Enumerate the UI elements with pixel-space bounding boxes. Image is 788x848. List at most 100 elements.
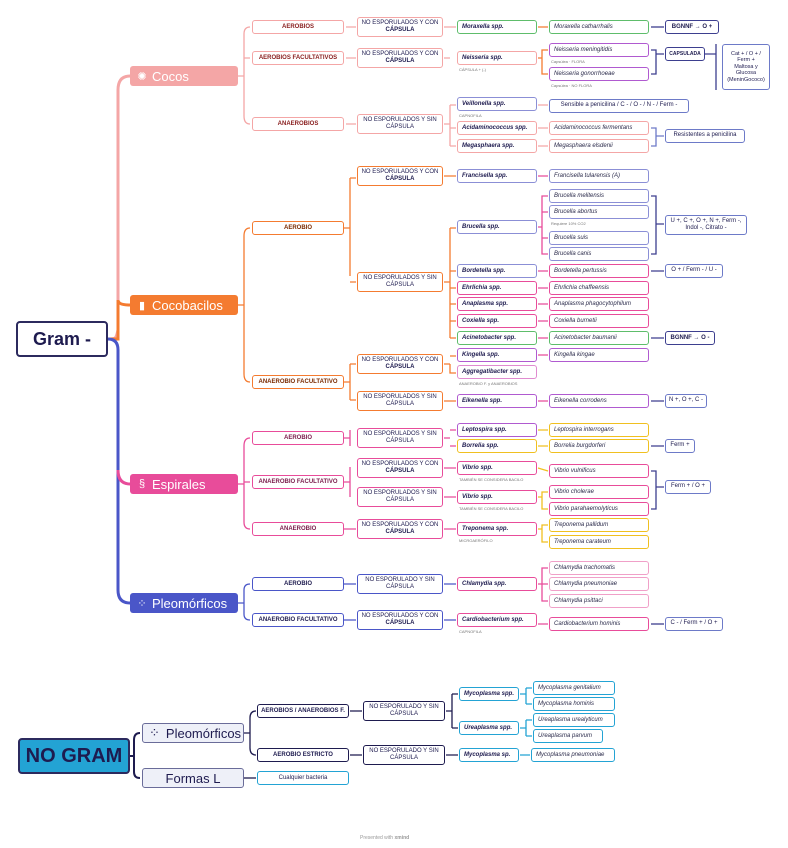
species-coxiella-burnetii[interactable]: Coxiella burnetii	[549, 314, 649, 328]
acinetobacter-result[interactable]: BGNNF → O -	[665, 331, 715, 345]
genus-borrelia[interactable]: Borrelia spp.	[457, 439, 537, 453]
species-chlamydia-trachomatis[interactable]: Chlamydia trachomatis	[549, 561, 649, 575]
cardiobacterium-result[interactable]: C - / Ferm + / O +	[665, 617, 723, 631]
species-leptospira-interrogans[interactable]: Leptospira interrogans	[549, 423, 649, 437]
genus-bordetella[interactable]: Bordetella spp.	[457, 264, 537, 278]
moraxella-result[interactable]: BGNNF → O +	[665, 20, 719, 34]
species-vibrio-parahaemolyticus[interactable]: Vibrio parahaemolyticus	[549, 502, 649, 516]
cocos-aerobios-facultativos[interactable]: AEROBIOS FACULTATIVOS	[252, 51, 344, 65]
species-vibrio-vulnificus[interactable]: Vibrio vulnificus	[549, 464, 649, 478]
species-ehrlichia-chaffeensis[interactable]: Ehrlichia chaffeensis	[549, 281, 649, 295]
genus-coxiella[interactable]: Coxiella spp.	[457, 314, 537, 328]
species-kingella-kingae[interactable]: Kingella kingae	[549, 348, 649, 362]
bordetella-result[interactable]: O + / Ferm - / U -	[665, 264, 723, 278]
species-borrelia-burgdorferi[interactable]: Borrelia burgdorferi	[549, 439, 649, 453]
species-bordetella-pertussis[interactable]: Bordetella pertussis	[549, 264, 649, 278]
species-acinetobacter-baumanii[interactable]: Acinetobacter baumanii	[549, 331, 649, 345]
species-chlamydia-psittaci[interactable]: Chlamydia psittaci	[549, 594, 649, 608]
species-treponema-carateum[interactable]: Treponema carateum	[549, 535, 649, 549]
category-cocobacilos[interactable]: ▮Cocobacilos	[130, 295, 238, 315]
genus-mycoplasma-2[interactable]: Mycoplasma sp.	[459, 748, 519, 762]
species-mycoplasma-pneumoniae[interactable]: Mycoplasma pneumoniae	[531, 748, 615, 762]
no-gram-pleomorficos[interactable]: ⁘Pleomórficos	[142, 723, 244, 743]
espirales-aerobio[interactable]: AEROBIO	[252, 431, 344, 445]
vibrio-result[interactable]: Ferm + / O +	[665, 480, 711, 494]
genus-leptospira[interactable]: Leptospira spp.	[457, 423, 537, 437]
species-neisseria-meningitidis[interactable]: Neisseria meningitidis	[549, 43, 649, 57]
brucella-result[interactable]: U +, C +, O +, N +, Ferm -,Indol -, Citr…	[665, 215, 747, 235]
species-acidaminococcus-fermentans[interactable]: Acidaminococcus fermentans	[549, 121, 649, 135]
species-brucella-melitensis[interactable]: Brucella melitensis	[549, 189, 649, 203]
category-espirales[interactable]: §Espirales	[130, 474, 238, 494]
genus-brucella[interactable]: Brucella spp.	[457, 220, 537, 234]
footer-brand[interactable]: xmind	[394, 835, 410, 841]
genus-anaplasma[interactable]: Anaplasma spp.	[457, 297, 537, 311]
genus-eikenella[interactable]: Eikenella spp.	[457, 394, 537, 408]
genus-cardiobacterium[interactable]: Cardiobacterium spp.	[457, 613, 537, 627]
genus-kingella[interactable]: Kingella spp.	[457, 348, 537, 362]
cocos-anaerobios[interactable]: ANAEROBIOS	[252, 117, 344, 131]
capsulada-badge[interactable]: CAPSULADA	[665, 47, 705, 61]
species-eikenella-corrodens[interactable]: Eikenella corrodens	[549, 394, 649, 408]
genus-treponema[interactable]: Treponema spp.	[457, 522, 537, 536]
species-brucella-suis[interactable]: Brucella suis	[549, 231, 649, 245]
species-treponema-pallidum[interactable]: Treponema pallidum	[549, 518, 649, 532]
cualquier-bacteria[interactable]: Cualquier bacteria	[257, 771, 349, 785]
pleomorficos-aerobio[interactable]: AEROBIO	[252, 577, 344, 591]
genus-neisseria[interactable]: Neisseria spp.	[457, 51, 537, 65]
no-gram-aerobios-anaerobios[interactable]: AEROBIOS / ANAEROBIOS F.	[257, 704, 349, 718]
species-vibrio-cholerae[interactable]: Vibrio cholerae	[549, 485, 649, 499]
genus-veillonella[interactable]: Veillonella spp.	[457, 97, 537, 111]
genus-ehrlichia[interactable]: Ehrlichia spp.	[457, 281, 537, 295]
espirales-anaerobio-facultativo[interactable]: ANAEROBIO FACULTATIVO	[252, 475, 344, 489]
genus-ureaplasma[interactable]: Ureaplasma spp.	[459, 721, 519, 735]
no-gram-formas-l[interactable]: Formas L	[142, 768, 244, 788]
species-brucella-canis[interactable]: Brucella canis	[549, 247, 649, 261]
eikenella-result[interactable]: N +, O +, C -	[665, 394, 707, 408]
species-anaplasma-phagocytophilum[interactable]: Anaplasma phagocytophilum	[549, 297, 649, 311]
genus-aggregatibacter[interactable]: Aggregatibacter spp.	[457, 365, 537, 379]
espirales-anaerobio[interactable]: ANAEROBIO	[252, 522, 344, 536]
species-mycoplasma-hominis[interactable]: Mycoplasma hominis	[533, 697, 615, 711]
resistentes-penicilina[interactable]: Resistentes a penicilina	[665, 129, 745, 143]
veillonella-result[interactable]: Sensible a penicilina / C - / O - / N - …	[549, 99, 689, 113]
cocobacilos-aerobio[interactable]: AEROBIO	[252, 221, 344, 235]
species-mycoplasma-genitalium[interactable]: Mycoplasma genitalium	[533, 681, 615, 695]
species-chlamydia-pneumoniae[interactable]: Chlamydia pneumoniae	[549, 577, 649, 591]
species-ureaplasma-urealyticum[interactable]: Ureaplasma urealyticum	[533, 713, 615, 727]
species-ureaplasma-parvum[interactable]: Ureaplasma parvum	[533, 729, 603, 743]
genus-vibrio-2[interactable]: Vibrio spp.	[457, 490, 537, 504]
species-moraxella-catharrhalis[interactable]: Moraxella catharrhalis	[549, 20, 649, 34]
genus-acidaminococcus[interactable]: Acidaminococcus spp.	[457, 121, 537, 135]
species-francisella-tularensis[interactable]: Francisella tularensis (A)	[549, 169, 649, 183]
no-gram-aerobio-estricto[interactable]: AEROBIO ESTRICTO	[257, 748, 349, 762]
species-cardiobacterium-hominis[interactable]: Cardiobacterium hominis	[549, 617, 649, 631]
cocobacilos-anaerobio-facultativo[interactable]: ANAEROBIO FACULTATIVO	[252, 375, 344, 389]
pleomorficos-anaerobio-facultativo[interactable]: ANAEROBIO FACULTATIVO	[252, 613, 344, 627]
cocos-aerobios[interactable]: AEROBIOS	[252, 20, 344, 34]
genus-acinetobacter[interactable]: Acinetobacter spp.	[457, 331, 537, 345]
category-pleomorficos[interactable]: ⁘Pleomórficos	[130, 593, 238, 613]
borrelia-result[interactable]: Ferm +	[665, 439, 695, 453]
species-brucella-abortus[interactable]: Brucella abortus	[549, 205, 649, 219]
genus-chlamydia[interactable]: Chlamydia spp.	[457, 577, 537, 591]
species-neisseria-gonorrhoeae[interactable]: Neisseria gonorrhoeae	[549, 67, 649, 81]
species-megasphaera-elsdenii[interactable]: Megasphaera elsdenii	[549, 139, 649, 153]
category-cocos[interactable]: ✺Cocos	[130, 66, 238, 86]
